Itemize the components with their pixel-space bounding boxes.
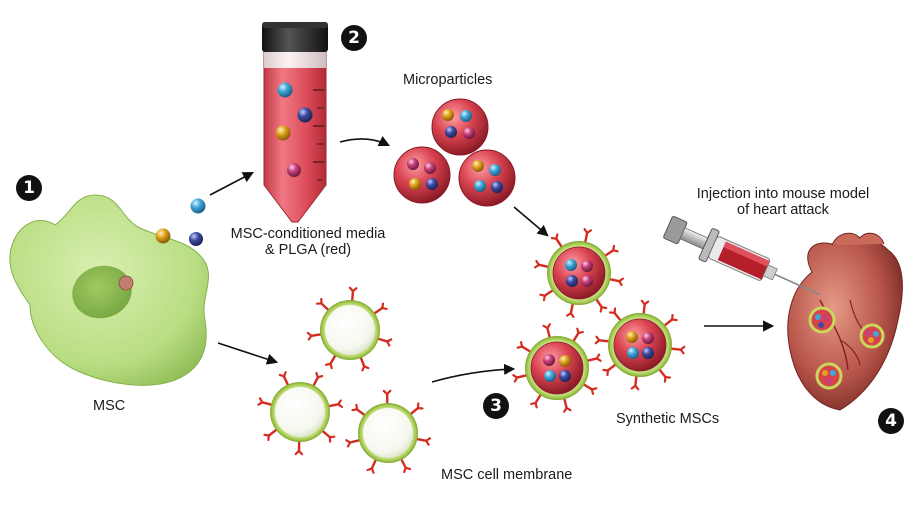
media-label-line2: & PLGA (red) <box>264 242 352 258</box>
factor-orange <box>155 228 171 244</box>
injection-label: Injection into mouse model of heart atta… <box>684 186 882 218</box>
step-2-badge: 2 <box>341 25 367 51</box>
arrow-membrane-to-synthetic <box>431 363 516 383</box>
arrow-to-synthetic <box>513 206 549 237</box>
membrane-label: MSC cell membrane <box>441 467 573 483</box>
injection-label-line1: Injection into mouse model <box>696 186 870 202</box>
conical-tube <box>262 22 328 223</box>
factor-navy <box>189 232 203 246</box>
msc-nucleus <box>72 265 132 319</box>
media-label: MSC-conditioned media & PLGA (red) <box>228 226 388 258</box>
synthetic-msc <box>594 299 686 391</box>
synthetic-label: Synthetic MSCs <box>616 411 720 427</box>
msc-label: MSC <box>93 398 126 414</box>
arrow-to-tube <box>209 171 254 196</box>
membrane-vesicle <box>306 286 393 372</box>
msc-vesicle <box>118 275 134 291</box>
arrow-to-microparticles <box>339 135 391 147</box>
synthetic-msc <box>512 323 602 413</box>
step-1-badge: 1 <box>16 175 42 201</box>
injection-label-line2: of heart attack <box>737 202 829 218</box>
factor-blue <box>190 198 206 214</box>
heart-synthetic-msc <box>859 323 885 349</box>
membrane-vesicle <box>257 371 344 456</box>
membrane-vesicle <box>345 389 432 474</box>
microparticle <box>393 146 451 204</box>
media-label-line1: MSC-conditioned media <box>230 226 386 242</box>
step-4-badge: 4 <box>878 408 904 434</box>
syringe <box>663 215 821 296</box>
step-3-badge: 3 <box>483 393 509 419</box>
synthetic-msc <box>534 228 624 318</box>
heart-synthetic-msc <box>808 306 836 334</box>
microparticles-label: Microparticles <box>403 72 493 88</box>
microparticle <box>431 98 489 156</box>
heart <box>787 232 903 411</box>
heart-synthetic-msc <box>815 362 843 390</box>
arrow-to-membrane <box>217 342 279 365</box>
microparticle <box>458 149 516 207</box>
